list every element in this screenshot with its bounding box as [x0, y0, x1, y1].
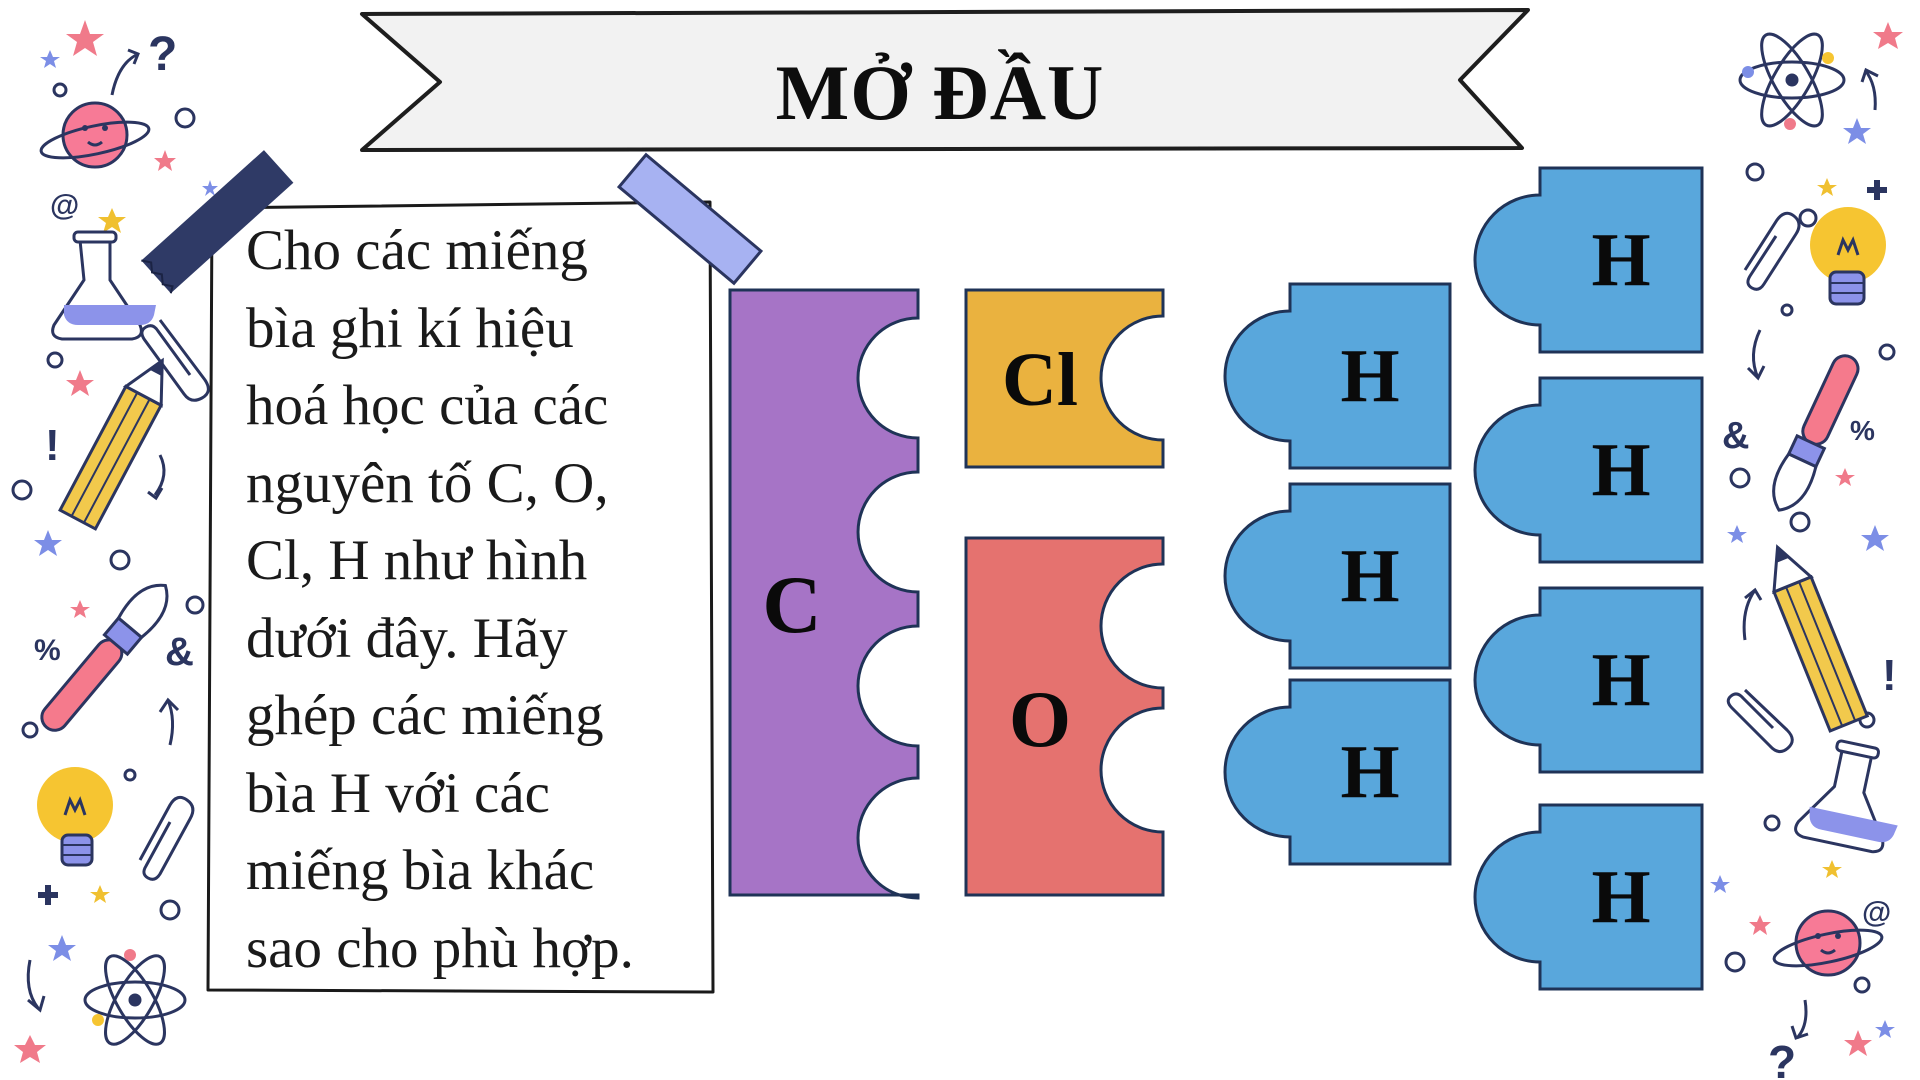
- hydrogen-pieces-right: [1473, 166, 1704, 991]
- hydrogen-label: H: [1591, 638, 1651, 722]
- hydrogen-piece[interactable]: [1473, 803, 1704, 991]
- hydrogen-label: H: [1591, 428, 1651, 512]
- planet-icon: [1772, 909, 1884, 977]
- flask-icon: [1794, 739, 1898, 854]
- tape-left: [141, 150, 294, 294]
- atom-icon: [83, 949, 187, 1046]
- question-mark-icon: ?: [1768, 1036, 1796, 1080]
- instruction-line: sao cho phù hợp.: [246, 916, 634, 980]
- svg-text:@: @: [1862, 896, 1891, 929]
- hydrogen-piece[interactable]: [1223, 282, 1452, 470]
- oxygen-piece[interactable]: [964, 536, 1165, 897]
- carbon-label: C: [762, 559, 822, 650]
- hydrogen-label: H: [1591, 218, 1651, 302]
- instruction-text: Cho các miếng bìa ghi kí hiệu hoá học củ…: [246, 212, 716, 987]
- flask-icon: [51, 230, 156, 341]
- svg-text:&: &: [1722, 415, 1749, 457]
- hydrogen-label: H: [1340, 730, 1400, 814]
- instruction-line: nguyên tố C, O,: [246, 451, 609, 515]
- pencil-icon: [1772, 544, 1870, 733]
- atom-icon: [1738, 32, 1846, 130]
- hydrogen-piece[interactable]: [1223, 678, 1452, 866]
- question-mark-icon: ?: [148, 28, 177, 81]
- carbon-piece[interactable]: [728, 288, 920, 900]
- planet-icon: [39, 101, 151, 169]
- hydrogen-piece[interactable]: [1473, 586, 1704, 774]
- instruction-line: ghép các miếng: [246, 684, 604, 747]
- percent-icon: %: [34, 634, 61, 667]
- instruction-line: bìa H với các: [246, 761, 550, 825]
- svg-text:%: %: [1850, 415, 1875, 446]
- paperclip-icon: [1743, 211, 1801, 291]
- svg-text:!: !: [1882, 651, 1897, 700]
- oxygen-label: O: [1008, 676, 1072, 764]
- lightbulb-icon: [1810, 207, 1886, 306]
- paperclip-icon: [140, 319, 210, 402]
- hydrogen-piece[interactable]: [1473, 166, 1704, 354]
- instruction-line: miếng bìa khác: [246, 839, 595, 902]
- tape-right: [616, 152, 764, 286]
- hydrogen-label: H: [1340, 334, 1400, 418]
- exclamation-icon: !: [45, 421, 60, 470]
- instruction-line: bìa ghi kí hiệu: [246, 296, 574, 360]
- paintbrush-icon: [1772, 354, 1860, 512]
- instruction-line: hoá học của các: [246, 374, 609, 437]
- hydrogen-piece[interactable]: [1473, 376, 1704, 564]
- hydrogen-label: H: [1340, 534, 1400, 618]
- ampersand-icon: &: [165, 630, 194, 674]
- hydrogen-piece[interactable]: [1223, 482, 1452, 670]
- page-title: MỞ ĐẦU: [775, 49, 1105, 136]
- chlorine-piece[interactable]: [964, 288, 1165, 469]
- pencil-icon: [58, 357, 164, 531]
- instruction-line: Cho các miếng: [246, 219, 588, 282]
- paintbrush-icon: [40, 583, 169, 732]
- at-sign-icon: @: [50, 189, 79, 222]
- chlorine-label: Cl: [1002, 338, 1078, 422]
- lightbulb-icon: [37, 767, 113, 867]
- instruction-line: dưới đây. Hãy: [246, 606, 568, 670]
- hydrogen-label: H: [1591, 855, 1651, 939]
- hydrogen-pieces-left: [1223, 282, 1452, 866]
- instruction-line: Cl, H như hình: [246, 529, 588, 592]
